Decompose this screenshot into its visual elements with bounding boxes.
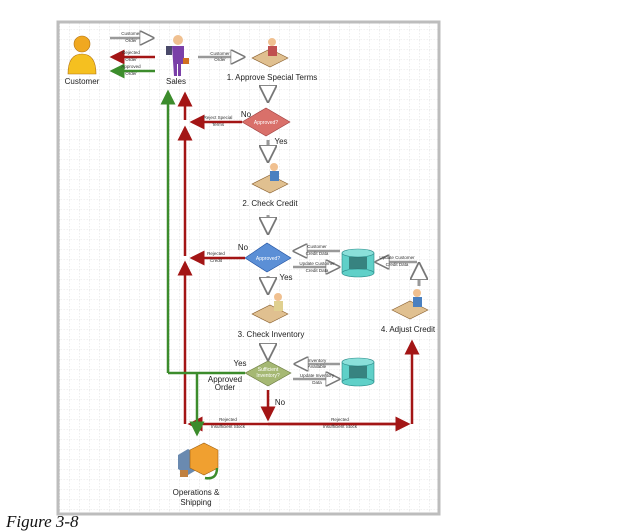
arrow-label: Customer (210, 51, 230, 56)
arrow-label: Customer (307, 244, 327, 249)
no-label: No (238, 243, 249, 252)
arrow-label: Credit Data (386, 262, 409, 267)
arrow-label: Approved (208, 375, 242, 384)
arrow-label: Credit Data (306, 268, 329, 273)
credit-database-icon (341, 248, 375, 278)
diagram-frame (56, 20, 441, 516)
arrow-label: Insufficient Stock (211, 424, 246, 429)
no-label: No (275, 398, 286, 407)
truck-icon (178, 442, 219, 480)
decision-label: Approved? (256, 256, 280, 262)
arrow-label: Update Inventory (300, 373, 335, 378)
arrow-label: Customer (121, 31, 141, 36)
figure-caption: Figure 3-8 (6, 512, 79, 531)
desk-worker-icon (251, 293, 289, 324)
desk-worker-icon (251, 38, 289, 68)
arrow-label: Rejected (331, 417, 349, 422)
shipping-label: Shipping (180, 498, 211, 507)
shipping-label: Operations & (173, 488, 220, 497)
yes-label: Yes (233, 359, 246, 368)
arrow-label: Credit (210, 258, 223, 263)
inventory-database-icon (341, 357, 375, 387)
yes-label: Yes (279, 273, 292, 282)
decision-label: Inventory? (256, 373, 280, 379)
arrow-label: Data (312, 380, 322, 385)
arrow-label: Order (125, 38, 137, 43)
arrow-label: Reject Special (204, 115, 233, 120)
salesperson-icon (166, 35, 189, 76)
desk-worker-icon (251, 163, 289, 194)
arrow-label: Order (214, 57, 226, 62)
no-label: No (241, 110, 252, 119)
decision-label: Sufficient (258, 367, 279, 373)
approve-credit-decision (244, 242, 292, 273)
customer-person-icon (67, 35, 97, 75)
arrow-label: Credit Data (306, 251, 329, 256)
arrow-label: Order (215, 383, 236, 392)
desk-worker-icon (391, 289, 429, 320)
arrow-label: Order (125, 71, 137, 76)
arrow-label: Terms (212, 122, 225, 127)
arrow-label: Rejected (219, 417, 237, 422)
yes-label: Yes (274, 137, 287, 146)
arrow-label: Rejected (207, 251, 225, 256)
arrow-label: Approved (121, 64, 141, 69)
customer-label: Customer (65, 77, 100, 86)
arrow-label: Rejected (122, 50, 140, 55)
sales-label: Sales (166, 77, 186, 86)
arrow-label: Insufficient Stock (323, 424, 358, 429)
step-1-label: 1. Approve Special Terms (227, 73, 318, 82)
step-3-label: 3. Check Inventory (238, 330, 305, 339)
arrow-label: Update Customer (299, 261, 335, 266)
step-4-label: 4. Adjust Credit (381, 325, 436, 334)
step-2-label: 2. Check Credit (242, 199, 298, 208)
arrow-label: Update Customer (379, 255, 415, 260)
arrow-label: Available (308, 364, 327, 369)
arrow-label: Inventory (308, 358, 327, 363)
sufficient-inventory-decision (244, 360, 292, 387)
approve-terms-decision (241, 107, 291, 137)
arrow-label: Order (125, 57, 137, 62)
decision-label: Approved? (254, 120, 278, 126)
